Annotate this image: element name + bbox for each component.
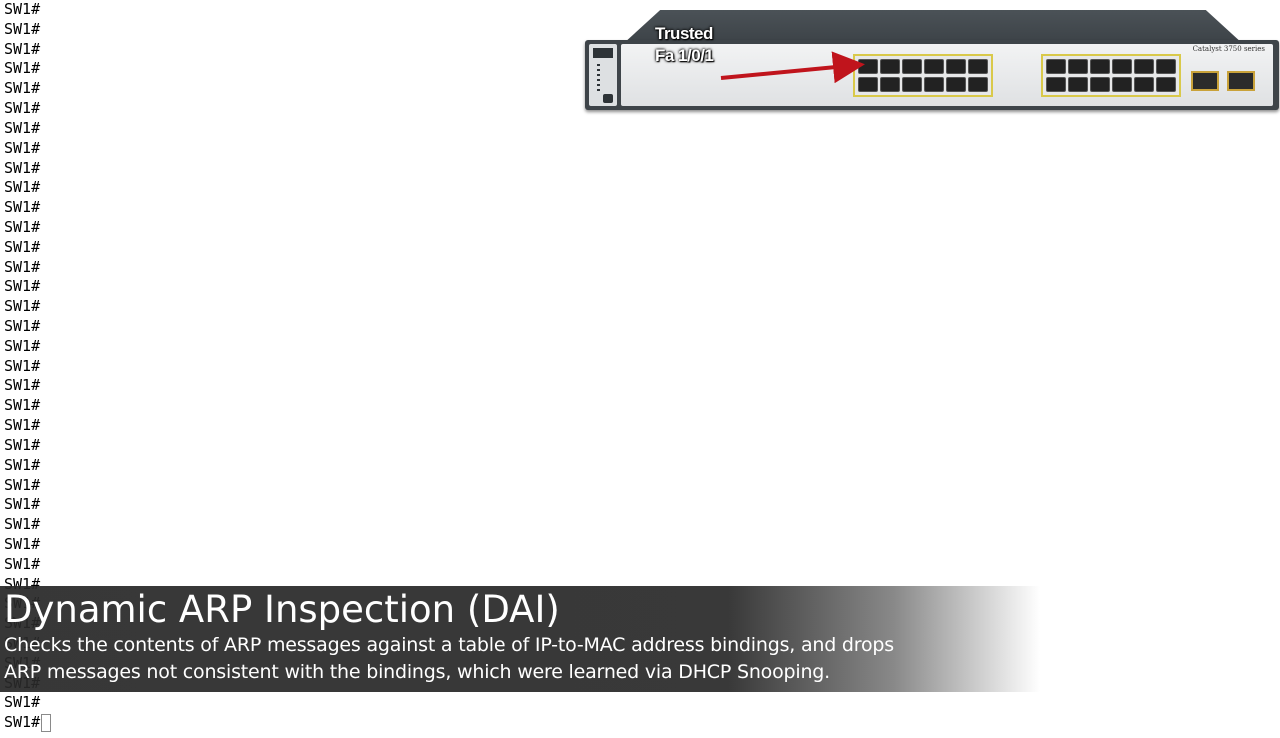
ethernet-port-icon <box>1090 59 1110 74</box>
switch-model-label: Catalyst 3750 series <box>1192 45 1265 53</box>
led-icon <box>597 69 600 71</box>
led-icon <box>597 74 600 76</box>
port-group-right <box>1041 54 1181 97</box>
terminal-line: SW1# <box>4 297 41 316</box>
annotation-line-trusted: Trusted <box>655 24 713 43</box>
terminal-line: SW1# <box>4 693 41 712</box>
ethernet-port-icon <box>1156 77 1176 92</box>
caption-overlay: Dynamic ARP Inspection (DAI) Checks the … <box>0 586 1040 692</box>
ethernet-port-icon <box>1156 59 1176 74</box>
trusted-port-annotation: Trusted Fa 1/0/1 <box>655 23 714 67</box>
ethernet-port-icon <box>968 77 988 92</box>
terminal-line: SW1# <box>4 376 41 395</box>
caption-description-line-1: Checks the contents of ARP messages agai… <box>4 634 894 656</box>
terminal-line: SW1# <box>4 118 41 137</box>
ethernet-port-icon <box>1046 59 1066 74</box>
terminal-line: SW1# <box>4 277 41 296</box>
terminal-line: SW1# <box>4 138 41 157</box>
ethernet-port-icon <box>902 77 922 92</box>
terminal-cursor <box>41 714 52 733</box>
prompt-text: SW1# <box>4 713 41 732</box>
ethernet-port-icon <box>968 59 988 74</box>
mode-button-icon <box>603 94 613 103</box>
terminal-line: SW1# <box>4 19 41 38</box>
terminal-line: SW1# <box>4 336 41 355</box>
terminal-line: SW1# <box>4 99 41 118</box>
terminal-active-prompt[interactable]: SW1# <box>4 713 52 733</box>
terminal-line: SW1# <box>4 396 41 415</box>
caption-description-line-2: ARP messages not consistent with the bin… <box>4 661 830 683</box>
terminal-line: SW1# <box>4 317 41 335</box>
ethernet-port-icon <box>1068 77 1088 92</box>
switch-chassis-top <box>623 10 1243 44</box>
terminal-line: SW1# <box>4 356 41 375</box>
terminal-line: SW1# <box>4 435 41 454</box>
terminal-line: SW1# <box>4 0 41 18</box>
annotation-line-port: Fa 1/0/1 <box>655 46 714 65</box>
ethernet-port-icon <box>1134 59 1154 74</box>
ethernet-port-icon <box>1134 77 1154 92</box>
ethernet-port-icon <box>880 59 900 74</box>
ethernet-port-icon <box>858 77 878 92</box>
terminal-line: SW1# <box>4 534 41 553</box>
terminal-line: SW1# <box>4 416 41 435</box>
terminal-line: SW1# <box>4 158 41 177</box>
switch-image: Catalyst 3750 series <box>585 10 1280 112</box>
terminal-line: SW1# <box>4 475 41 494</box>
ethernet-port-icon <box>946 59 966 74</box>
ethernet-port-icon <box>924 59 944 74</box>
terminal-line: SW1# <box>4 257 41 276</box>
ethernet-port-icon <box>1068 59 1088 74</box>
terminal-line: SW1# <box>4 455 41 474</box>
ethernet-port-icon <box>858 59 878 74</box>
ethernet-port-icon <box>880 77 900 92</box>
terminal-line: SW1# <box>4 178 41 197</box>
terminal-output: SW1#SW1#SW1#SW1#SW1#SW1#SW1#SW1#SW1#SW1#… <box>4 0 564 713</box>
terminal-line: SW1# <box>4 79 41 98</box>
ethernet-port-icon <box>902 59 922 74</box>
sfp-port-icon <box>1227 71 1255 91</box>
terminal-line: SW1# <box>4 39 41 58</box>
caption-title: Dynamic ARP Inspection (DAI) <box>4 588 560 631</box>
led-icon <box>597 79 600 81</box>
ethernet-port-icon <box>924 77 944 92</box>
terminal-line: SW1# <box>4 237 41 256</box>
terminal-line: SW1# <box>4 495 41 514</box>
ethernet-port-icon <box>1112 59 1132 74</box>
terminal-line: SW1# <box>4 554 41 573</box>
ethernet-port-icon <box>946 77 966 92</box>
led-icon <box>597 84 600 86</box>
terminal-window[interactable]: SW1#SW1#SW1#SW1#SW1#SW1#SW1#SW1#SW1#SW1#… <box>4 0 564 738</box>
sfp-port-icon <box>1191 71 1219 91</box>
cisco-logo-icon <box>593 48 613 58</box>
ethernet-port-icon <box>1112 77 1132 92</box>
ethernet-port-icon <box>1046 77 1066 92</box>
terminal-line: SW1# <box>4 59 41 78</box>
terminal-line: SW1# <box>4 515 41 534</box>
led-icon <box>597 64 600 66</box>
port-group-left <box>853 54 993 97</box>
terminal-line: SW1# <box>4 198 41 217</box>
terminal-line: SW1# <box>4 217 41 236</box>
ethernet-port-icon <box>1090 77 1110 92</box>
switch-port-panel: Catalyst 3750 series <box>621 44 1273 106</box>
switch-status-panel <box>589 44 617 106</box>
led-icon <box>597 89 600 91</box>
